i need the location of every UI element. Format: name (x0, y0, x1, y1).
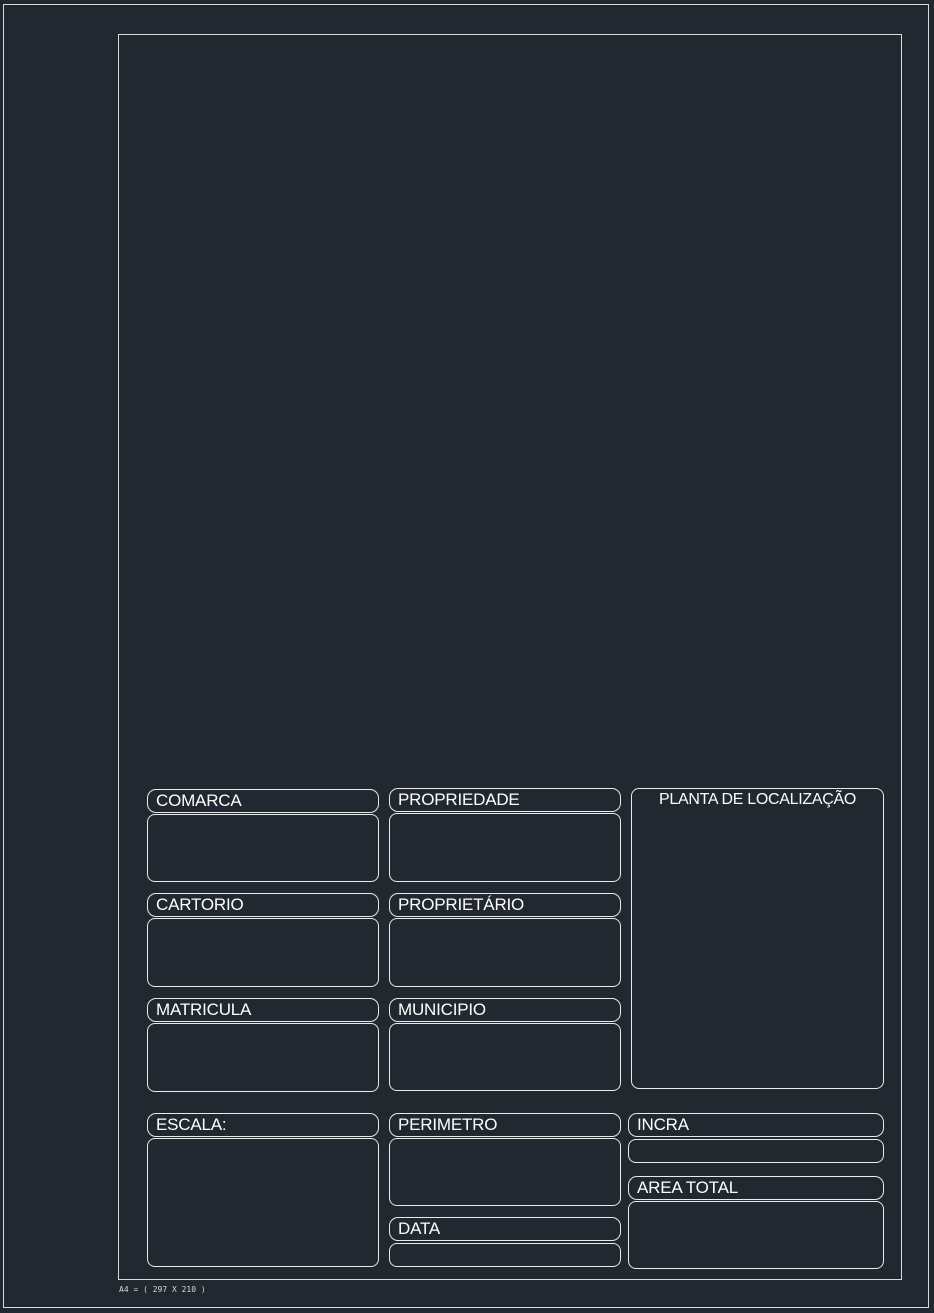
escala-label: ESCALA: (147, 1113, 379, 1137)
municipio-field[interactable] (389, 1023, 621, 1091)
planta-localizacao-label: PLANTA DE LOCALIZAÇÃO (658, 791, 857, 808)
proprietario-label: PROPRIETÁRIO (389, 893, 621, 917)
cartorio-field[interactable] (147, 918, 379, 987)
propriedade-label: PROPRIEDADE (389, 788, 621, 812)
matricula-label: MATRICULA (147, 998, 379, 1022)
municipio-label: MUNICIPIO (389, 998, 621, 1022)
data-label: DATA (389, 1217, 621, 1241)
cartorio-label: CARTORIO (147, 893, 379, 917)
incra-label: INCRA (628, 1113, 884, 1137)
escala-field[interactable] (147, 1138, 379, 1267)
perimetro-field[interactable] (389, 1138, 621, 1206)
drawing-area-border (118, 34, 902, 1280)
propriedade-field[interactable] (389, 813, 621, 882)
sheet-size-note: A4 = ( 297 X 210 ) (119, 1285, 206, 1294)
area-total-label: AREA TOTAL (628, 1176, 884, 1200)
comarca-label: COMARCA (147, 789, 379, 813)
matricula-field[interactable] (147, 1023, 379, 1092)
sheet-outer-border (3, 4, 929, 1308)
proprietario-field[interactable] (389, 918, 621, 987)
perimetro-label: PERIMETRO (389, 1113, 621, 1137)
data-field[interactable] (389, 1243, 621, 1267)
area-total-field[interactable] (628, 1201, 884, 1269)
planta-localizacao-panel[interactable] (631, 788, 884, 1089)
incra-field[interactable] (628, 1139, 884, 1163)
comarca-field[interactable] (147, 814, 379, 882)
